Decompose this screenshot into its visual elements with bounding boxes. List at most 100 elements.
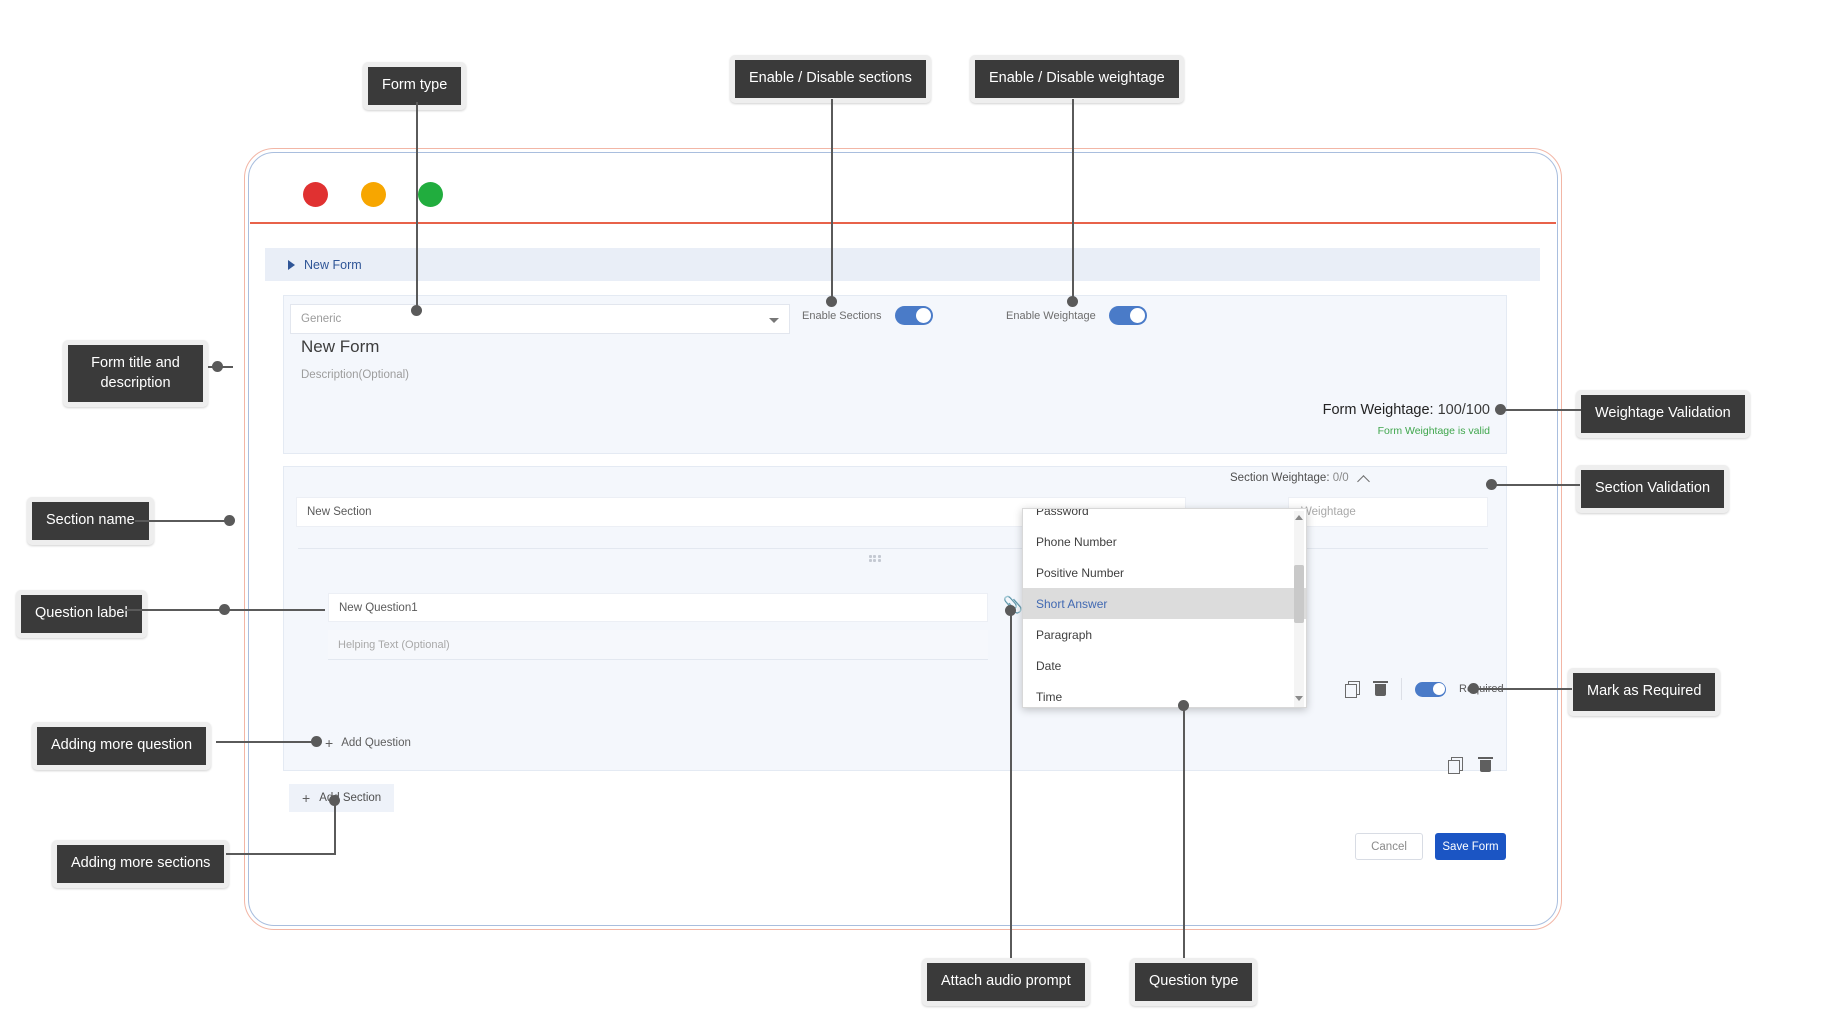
switch-knob	[1130, 308, 1145, 323]
section-actions	[1448, 757, 1493, 773]
section-weightage-input[interactable]: Weightage	[1288, 497, 1488, 527]
delete-section-icon[interactable]	[1478, 757, 1493, 773]
actions-divider	[1401, 678, 1402, 700]
leader-line-add-more-sections-v	[334, 800, 336, 854]
add-section-button[interactable]: + Add Section	[289, 784, 394, 812]
scroll-up-arrow-icon[interactable]	[1295, 515, 1303, 520]
save-form-button[interactable]: Save Form	[1435, 833, 1506, 860]
form-type-value: Generic	[301, 313, 341, 325]
add-question-label: Add Question	[341, 737, 411, 749]
form-weightage-valid-text: Form Weightage is valid	[1158, 425, 1490, 437]
annotation-form-type: Form type	[363, 62, 466, 110]
enable-sections-label: Enable Sections	[802, 310, 882, 322]
section-weightage-text: Section Weightage: 0/0	[1230, 472, 1349, 484]
form-weightage-status: Form Weightage: 100/100	[1158, 402, 1490, 418]
leader-line-add-more-sections-h	[226, 853, 336, 855]
chevron-right-icon	[288, 260, 295, 270]
leader-line-section-validation	[1490, 484, 1580, 486]
dropdown-option-short-answer[interactable]: Short Answer	[1023, 588, 1306, 619]
annotation-question-label: Question label	[16, 590, 147, 638]
switch-knob	[1433, 683, 1445, 695]
drag-handle-icon[interactable]	[869, 555, 880, 562]
chevron-up-icon[interactable]	[1359, 473, 1370, 484]
section-weightage-value: 0/0	[1333, 472, 1349, 484]
breadcrumb-label: New Form	[304, 258, 362, 272]
dropdown-option-positive-number[interactable]: Positive Number	[1023, 557, 1306, 588]
minimize-yellow-dot-icon[interactable]	[361, 182, 386, 207]
leader-dot-add-more-sections	[329, 795, 340, 806]
cancel-button[interactable]: Cancel	[1355, 833, 1423, 860]
duplicate-section-icon[interactable]	[1448, 757, 1463, 773]
enable-weightage-switch[interactable]	[1109, 306, 1147, 325]
dropdown-scrollbar-thumb[interactable]	[1294, 565, 1304, 623]
switch-knob	[916, 308, 931, 323]
delete-question-icon[interactable]	[1373, 681, 1388, 697]
breadcrumb[interactable]: New Form	[265, 248, 1540, 281]
titlebar-divider	[250, 222, 1556, 224]
question-type-dropdown[interactable]: PasswordPhone NumberPositive NumberShort…	[1022, 508, 1307, 708]
form-weightage-label: Form Weightage:	[1323, 402, 1438, 418]
leader-line-mark-required	[1472, 688, 1572, 690]
leader-line-attach-audio	[1010, 610, 1012, 958]
duplicate-question-icon[interactable]	[1345, 681, 1360, 697]
footer-buttons: Cancel Save Form	[1355, 833, 1506, 860]
dropdown-option-time[interactable]: Time	[1023, 681, 1306, 708]
form-title-input[interactable]: New Form	[301, 337, 379, 357]
question-label-input[interactable]: New Question1	[328, 593, 988, 622]
annotation-question-type: Question type	[1130, 958, 1257, 1006]
leader-line-section-name	[135, 520, 230, 522]
leader-dot-attach-audio	[1005, 605, 1016, 616]
required-switch[interactable]	[1415, 682, 1446, 697]
annotation-section-validation: Section Validation	[1576, 465, 1729, 513]
leader-dot-question-label	[219, 604, 230, 615]
scroll-down-arrow-icon[interactable]	[1295, 696, 1303, 701]
question-helping-text-input[interactable]: Helping Text (Optional)	[328, 630, 988, 659]
annotation-attach-audio: Attach audio prompt	[922, 958, 1090, 1006]
enable-sections-toggle-group[interactable]: Enable Sections	[802, 306, 933, 325]
annotation-weightage-validation: Weightage Validation	[1576, 390, 1750, 438]
dropdown-option-list: PasswordPhone NumberPositive NumberShort…	[1023, 508, 1306, 708]
leader-line-add-more-question	[216, 741, 316, 743]
leader-dot-form-type	[411, 305, 422, 316]
section-weightage-status: Section Weightage: 0/0	[1230, 472, 1370, 484]
chevron-down-icon	[769, 318, 779, 323]
leader-line-enable-weightage	[1072, 99, 1074, 304]
plus-icon: +	[325, 736, 333, 750]
annotation-enable-weightage: Enable / Disable weightage	[970, 55, 1184, 103]
leader-line-form-type	[416, 102, 418, 310]
leader-dot-add-more-question	[311, 736, 322, 747]
leader-dot-enable-weightage	[1067, 296, 1078, 307]
annotation-add-more-sections: Adding more sections	[52, 840, 229, 888]
form-type-select[interactable]: Generic	[290, 304, 790, 334]
leader-dot-section-name	[224, 515, 235, 526]
enable-weightage-toggle-group[interactable]: Enable Weightage	[1006, 306, 1147, 325]
leader-dot-weightage-validation	[1495, 404, 1506, 415]
add-question-button[interactable]: + Add Question	[325, 736, 411, 750]
enable-sections-switch[interactable]	[895, 306, 933, 325]
question-helping-underline	[328, 659, 988, 660]
leader-line-weightage-validation	[1499, 409, 1581, 411]
annotation-mark-required: Mark as Required	[1568, 668, 1720, 716]
maximize-green-dot-icon[interactable]	[418, 182, 443, 207]
leader-dot-section-validation	[1486, 479, 1497, 490]
form-description-input[interactable]: Description(Optional)	[301, 369, 409, 381]
dropdown-option-password[interactable]: Password	[1023, 508, 1306, 526]
form-weightage-value: 100/100	[1438, 402, 1490, 418]
dropdown-option-date[interactable]: Date	[1023, 650, 1306, 681]
leader-dot-enable-sections	[826, 296, 837, 307]
close-red-dot-icon[interactable]	[303, 182, 328, 207]
enable-weightage-label: Enable Weightage	[1006, 310, 1096, 322]
annotation-enable-sections: Enable / Disable sections	[730, 55, 931, 103]
section-divider	[298, 548, 1488, 549]
dropdown-option-paragraph[interactable]: Paragraph	[1023, 619, 1306, 650]
annotation-form-title-desc: Form title and description	[63, 340, 208, 407]
leader-dot-form-title	[212, 361, 223, 372]
leader-line-enable-sections	[831, 99, 833, 304]
leader-dot-mark-required	[1468, 683, 1479, 694]
browser-titlebar	[250, 154, 1556, 222]
dropdown-option-phone-number[interactable]: Phone Number	[1023, 526, 1306, 557]
leader-dot-question-type	[1178, 700, 1189, 711]
annotation-add-more-question: Adding more question	[32, 722, 211, 770]
section-weightage-label: Section Weightage:	[1230, 472, 1333, 484]
